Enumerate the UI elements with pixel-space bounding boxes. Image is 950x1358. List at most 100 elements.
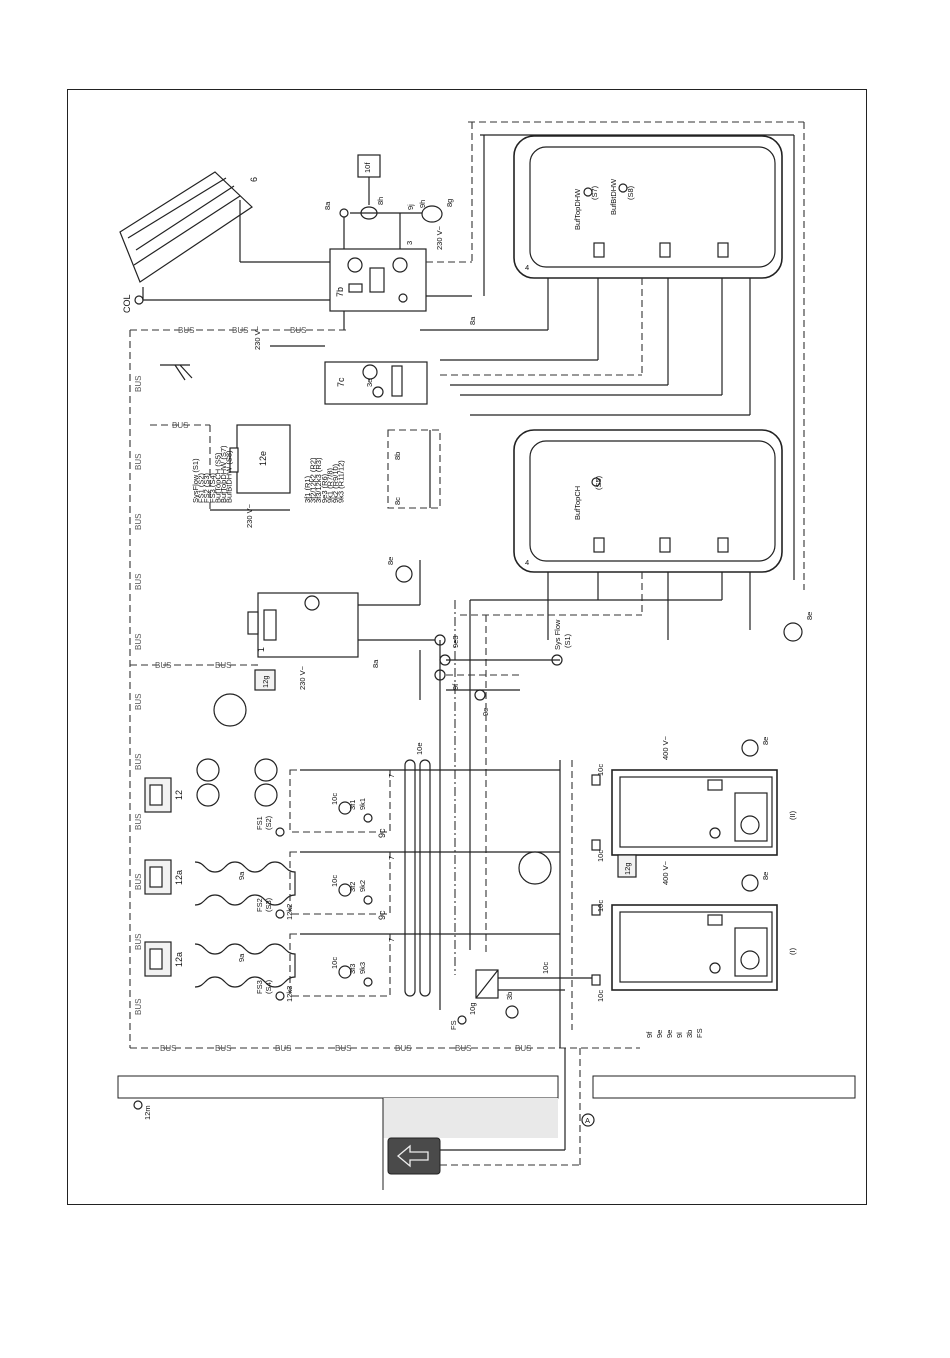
svg-text:9k3: 9k3 <box>358 962 367 974</box>
svg-text:3f3: 3f3 <box>348 964 357 974</box>
svg-text:BUS: BUS <box>134 634 143 650</box>
boiler: 1 <box>247 592 359 658</box>
floor-sensors: FS1 (S2) FS2 (S3) FS3 (S4) 12k2 12k3 <box>255 815 294 1002</box>
svg-text:9c: 9c <box>377 910 387 920</box>
heating-circuit-radiators: 12 <box>144 758 278 813</box>
solar-pump-station: 7b <box>329 248 427 312</box>
hp-terminal-label: 9e <box>665 1030 674 1038</box>
vessel-8g <box>421 205 443 223</box>
svg-text:10c: 10c <box>596 764 605 776</box>
svg-text:BUS: BUS <box>215 1044 231 1053</box>
terminal-label: FS3 (S4) <box>208 472 217 503</box>
buffer-tank-dhw: 4 BufTopDHW (S7) BufBtDHW (S8) <box>513 135 783 279</box>
svg-text:8g: 8g <box>445 199 454 207</box>
svg-text:10c: 10c <box>330 957 339 969</box>
svg-text:BUS: BUS <box>134 376 143 392</box>
svg-text:10f: 10f <box>363 162 372 173</box>
header-pipe-return <box>419 759 431 997</box>
diagram-frame <box>67 89 867 1205</box>
svg-text:7b: 7b <box>335 287 345 297</box>
controller-12g <box>254 669 276 691</box>
svg-text:8e: 8e <box>805 612 814 620</box>
svg-text:(I): (I) <box>788 947 797 955</box>
svg-text:8e: 8e <box>761 737 770 745</box>
tank-ports <box>593 242 729 553</box>
svg-text:4: 4 <box>525 558 529 567</box>
buffer-tank-ch: 4 BufTopCH (S5) <box>513 429 783 573</box>
svg-text:8e: 8e <box>386 557 395 565</box>
svg-text:8b: 8b <box>393 452 402 460</box>
svg-text:9j: 9j <box>406 204 415 210</box>
svg-text:FS: FS <box>449 1020 458 1030</box>
svg-text:9c: 9c <box>377 828 387 838</box>
svg-text:230 V~: 230 V~ <box>245 503 254 528</box>
svg-text:10c: 10c <box>330 793 339 805</box>
svg-text:7: 7 <box>387 938 396 942</box>
terminal-label: 3f1 (R1) <box>303 475 312 503</box>
svg-text:(S7): (S7) <box>590 185 599 200</box>
svg-text:3f1: 3f1 <box>348 800 357 810</box>
hp-terminal-label: 9l <box>675 1032 684 1038</box>
svg-text:BUS: BUS <box>134 754 143 770</box>
svg-text:7: 7 <box>387 856 396 860</box>
svg-text:9a: 9a <box>237 953 246 962</box>
hp-terminal-label: 9f <box>645 1031 654 1038</box>
heat-pump-2: (II) <box>611 769 797 856</box>
svg-text:230 V~: 230 V~ <box>253 325 262 350</box>
outdoor-sensor-boiler <box>213 693 247 727</box>
svg-text:9h: 9h <box>418 200 427 208</box>
svg-text:8a: 8a <box>323 201 332 210</box>
svg-text:BUS: BUS <box>290 326 306 335</box>
terminal-label: 9k2 (R9/10) <box>331 463 340 503</box>
svg-text:9a: 9a <box>237 871 246 880</box>
svg-text:BUS: BUS <box>155 661 171 670</box>
svg-text:(S5): (S5) <box>594 475 603 490</box>
svg-text:12k3: 12k3 <box>285 986 294 1002</box>
terminal-label: 3f3/12k3 (R3) <box>314 457 323 503</box>
svg-text:8h: 8h <box>376 197 385 205</box>
svg-text:BUS: BUS <box>178 326 194 335</box>
terminal-label: BufBtDHW (S8) <box>225 450 234 503</box>
svg-text:12e: 12e <box>258 451 268 466</box>
svg-text:BUS: BUS <box>160 1044 176 1053</box>
hp-terminal-label: FS <box>695 1028 704 1038</box>
svg-text:3f2: 3f2 <box>348 882 357 892</box>
svg-text:230 V~: 230 V~ <box>435 225 444 250</box>
module-7c: 7c 3e <box>324 361 428 405</box>
svg-text:BUS: BUS <box>335 1044 351 1053</box>
svg-text:BUS: BUS <box>134 454 143 470</box>
svg-text:(S1): (S1) <box>563 633 572 648</box>
svg-text:Sys Flow: Sys Flow <box>553 619 562 650</box>
svg-text:(II): (II) <box>788 810 797 820</box>
heating-circuit-ufh-2: 12a 9a <box>144 941 296 988</box>
svg-text:BUS: BUS <box>134 874 143 890</box>
heat-pump-1: (I) <box>611 904 797 991</box>
terminal-label: 9k3 (R11/12) <box>337 460 346 503</box>
svg-text:8c: 8c <box>393 497 402 505</box>
svg-text:12: 12 <box>174 790 184 800</box>
terminal-label: SysFlow (S1) <box>191 458 200 503</box>
svg-text:10c: 10c <box>596 850 605 862</box>
svg-text:230 V~: 230 V~ <box>298 665 307 690</box>
svg-text:BUS: BUS <box>134 934 143 950</box>
outdoor-sensor-hp <box>518 851 552 885</box>
svg-text:(S8): (S8) <box>626 185 635 200</box>
collector-label: 6 <box>249 177 259 182</box>
svg-text:BUS: BUS <box>515 1044 531 1053</box>
solar-collector: 6 <box>119 171 259 283</box>
hp-terminal-label: 9e <box>655 1030 664 1038</box>
svg-text:7c: 7c <box>336 377 346 387</box>
svg-text:BUS: BUS <box>215 661 231 670</box>
svg-text:12m: 12m <box>143 1105 152 1120</box>
svg-text:BUS: BUS <box>395 1044 411 1053</box>
terminal-label: 9k1 (R7/8) <box>325 467 334 503</box>
box-8b-8c: 8b 8c <box>387 429 441 509</box>
svg-text:FS1: FS1 <box>255 816 264 830</box>
svg-text:(S3): (S3) <box>264 897 273 912</box>
controller-12e: 12e <box>229 424 291 494</box>
svg-text:3e: 3e <box>365 379 374 387</box>
svg-text:BufTopCH: BufTopCH <box>573 486 582 520</box>
terminal-label: FS2 (S3) <box>202 472 211 503</box>
svg-text:9k2: 9k2 <box>358 880 367 892</box>
